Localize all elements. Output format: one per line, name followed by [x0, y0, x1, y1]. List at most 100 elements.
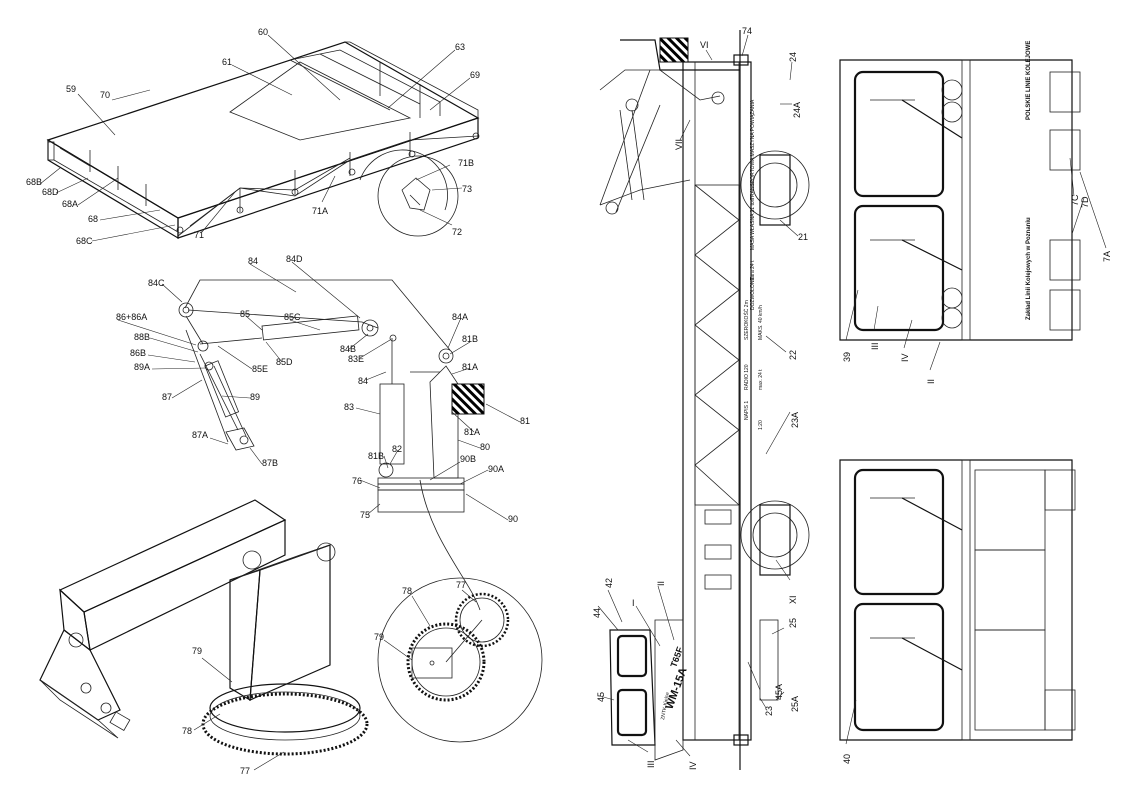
wagon-panel-9: NAPIS 1	[744, 401, 750, 420]
label-81B-lower: 81B	[368, 451, 384, 461]
label-83E: 83E	[348, 354, 364, 364]
label-87: 87	[162, 392, 172, 402]
label-75: 75	[360, 510, 370, 520]
label-90A: 90A	[488, 464, 504, 474]
end-view-upper-labels: 39 III IV II 7C 7D 7A	[842, 157, 1112, 384]
label-24A: 24A	[792, 102, 802, 118]
end-view-lower-labels: 40	[842, 699, 857, 764]
label-76: 76	[352, 476, 362, 486]
gear-detail	[377, 577, 543, 743]
label-81B: 81B	[462, 334, 478, 344]
label-83: 83	[344, 402, 354, 412]
label-60: 60	[258, 27, 268, 37]
label-68D: 68D	[42, 187, 59, 197]
label-79: 79	[192, 646, 202, 656]
label-21: 21	[798, 232, 808, 242]
label-42: 42	[604, 578, 614, 588]
wagon-maker: ZNTK Kielce	[660, 691, 671, 720]
label-78-detail: 78	[402, 586, 412, 596]
label-40: 40	[842, 754, 852, 764]
label-90: 90	[508, 514, 518, 524]
label-87A: 87A	[192, 430, 208, 440]
wagon-panel-1: TRANSPORTOWA MASZYNA POWIĄZANIA	[750, 99, 756, 200]
label-23: 23	[764, 706, 774, 716]
label-71: 71	[194, 230, 204, 240]
turntable-labels: 79 78 77	[182, 646, 285, 776]
label-84: 84	[248, 256, 258, 266]
label-II-end: II	[926, 379, 936, 384]
label-7D: 7D	[1080, 196, 1090, 208]
owner-name: POLSKIE LINIE KOLEJOWE	[1026, 41, 1032, 120]
label-25: 25	[788, 618, 798, 628]
wagon-labels: 74 VI 24 24A VII 21 22 23A XI 42 44 I II…	[592, 26, 808, 770]
label-25A: 25A	[790, 696, 800, 712]
label-61: 61	[222, 57, 232, 67]
label-68C: 68C	[76, 236, 93, 246]
label-68B: 68B	[26, 177, 42, 187]
crane-labels: 84 84D 84C 85 85C 84A 86+86A 88B 86B 89A…	[116, 254, 530, 524]
label-88B: 88B	[134, 332, 150, 342]
label-77-detail: 77	[456, 580, 466, 590]
wagon-panel-5: SZEROKOŚĆ 2m	[742, 300, 750, 340]
label-84B: 84B	[340, 344, 356, 354]
label-82: 82	[392, 444, 402, 454]
label-84D: 84D	[286, 254, 303, 264]
label-24: 24	[788, 52, 798, 62]
label-69: 69	[470, 70, 480, 80]
label-79-detail: 79	[374, 632, 384, 642]
label-I: I	[632, 598, 635, 608]
end-view-lower	[839, 459, 1076, 741]
wagon-panel-4: DOZWOLONE	[750, 277, 756, 310]
label-85: 85	[240, 309, 250, 319]
label-XI: XI	[788, 595, 798, 604]
end-view-upper: POLSKIE LINIE KOLEJOWE Zakład Linii Kole…	[839, 41, 1081, 341]
label-22: 22	[788, 350, 798, 360]
label-71A: 71A	[312, 206, 328, 216]
label-63: 63	[455, 42, 465, 52]
label-59: 59	[66, 84, 76, 94]
label-68: 68	[88, 214, 98, 224]
wagon-panel-2: MASA WŁASNA 21 ton	[750, 198, 756, 250]
label-7C: 7C	[1070, 194, 1080, 206]
crane-schematic	[178, 279, 485, 611]
label-IV: IV	[688, 761, 698, 770]
label-III-end: III	[870, 342, 880, 350]
label-84A: 84A	[452, 312, 468, 322]
wagon-panel-10: 1:20	[758, 420, 764, 430]
label-81A: 81A	[462, 362, 478, 372]
label-72: 72	[452, 227, 462, 237]
label-77: 77	[240, 766, 250, 776]
crane-perspective	[39, 499, 369, 756]
gear-labels: 77 78 79	[374, 580, 477, 661]
label-84C: 84C	[148, 278, 165, 288]
label-23A: 23A	[790, 412, 800, 428]
label-74: 74	[742, 26, 752, 36]
label-78: 78	[182, 726, 192, 736]
label-80: 80	[480, 442, 490, 452]
label-89: 89	[250, 392, 260, 402]
label-86B: 86B	[130, 348, 146, 358]
platform-figure	[46, 41, 480, 240]
label-44: 44	[592, 608, 602, 618]
label-85D: 85D	[276, 357, 293, 367]
label-70: 70	[100, 90, 110, 100]
label-85C: 85C	[284, 312, 301, 322]
label-IV-end: IV	[900, 353, 910, 362]
label-45A: 45A	[774, 684, 784, 700]
label-84-lower: 84	[358, 376, 368, 386]
wagon-panel-6: MAKS. 40 km/h	[758, 305, 764, 340]
label-VI: VI	[700, 40, 709, 50]
wagon-top-view: TRANSPORTOWA MASZYNA POWIĄZANIA MASA WŁA…	[599, 30, 810, 770]
label-II: II	[656, 581, 666, 586]
wagon-panel-8: max. 24 t	[758, 369, 764, 390]
label-90B: 90B	[460, 454, 476, 464]
label-73: 73	[462, 184, 472, 194]
label-87B: 87B	[262, 458, 278, 468]
label-45: 45	[596, 692, 606, 702]
label-68A: 68A	[62, 199, 78, 209]
label-85E: 85E	[252, 364, 268, 374]
label-III: III	[646, 760, 656, 768]
label-81: 81	[520, 416, 530, 426]
wagon-panel-3: Tara 24 t	[750, 260, 756, 280]
